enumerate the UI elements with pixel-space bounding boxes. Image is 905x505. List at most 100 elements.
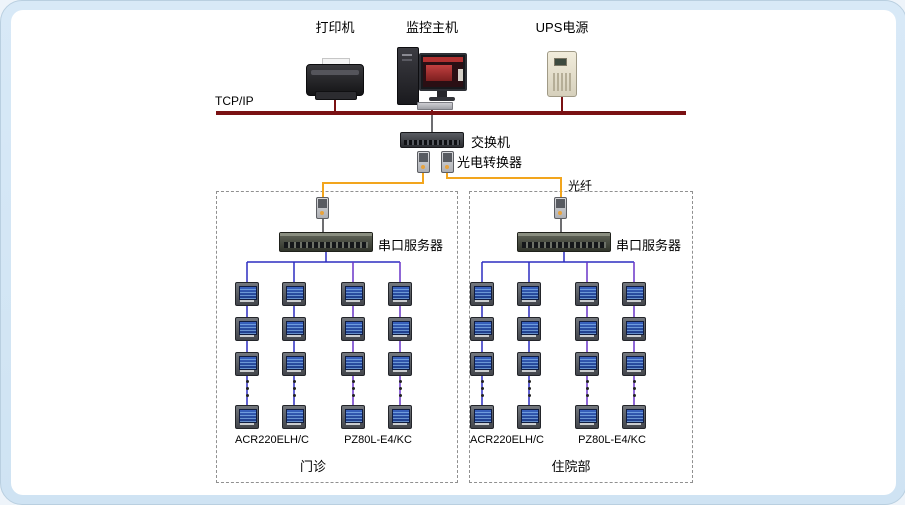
power-meter — [388, 405, 412, 429]
meter-screen — [345, 356, 363, 370]
switch-label: 交换机 — [471, 135, 511, 150]
power-meter — [517, 405, 541, 429]
fiber-run-left — [322, 171, 424, 198]
pc-tower — [397, 47, 419, 105]
meter-screen — [626, 321, 644, 335]
monitor-host-label: 监控主机 — [405, 20, 459, 35]
meter-screen — [579, 321, 597, 335]
power-meter — [575, 352, 599, 376]
ups-device — [547, 51, 577, 97]
ethernet-switch — [400, 132, 464, 148]
meter-screen — [474, 409, 492, 423]
power-meter — [517, 352, 541, 376]
power-meter — [341, 317, 365, 341]
power-meter — [388, 352, 412, 376]
meter-screen — [521, 321, 539, 335]
meter-screen — [345, 321, 363, 335]
more-meters-ellipsis — [517, 380, 541, 397]
power-meter — [575, 405, 599, 429]
meter-screen — [474, 321, 492, 335]
meter-screen — [392, 356, 410, 370]
more-meters-ellipsis — [470, 380, 494, 397]
more-meters-ellipsis — [575, 380, 599, 397]
meter-screen — [239, 409, 257, 423]
meter-screen — [239, 356, 257, 370]
monitor-screen — [423, 57, 463, 87]
pc-monitor — [419, 53, 467, 91]
meter-column — [282, 282, 306, 430]
printer-control-strip — [311, 70, 359, 75]
fiber-converter-outpatient — [316, 197, 329, 219]
monitor-base — [429, 97, 455, 101]
serial-server-outpatient — [279, 232, 373, 252]
group-box-inpatient — [469, 191, 693, 483]
power-meter — [235, 317, 259, 341]
power-meter — [282, 282, 306, 306]
meter-column — [517, 282, 541, 430]
more-meters-ellipsis — [282, 380, 306, 397]
meter-column — [341, 282, 365, 430]
power-meter — [235, 352, 259, 376]
monitor-host-device — [397, 45, 471, 110]
power-meter — [622, 317, 646, 341]
meter-model-label-pz-inpatient: PZ80L-E4/KC — [578, 434, 646, 446]
more-meters-ellipsis — [341, 380, 365, 397]
fiber-run-right — [446, 171, 562, 198]
meter-screen — [392, 409, 410, 423]
power-meter — [470, 282, 494, 306]
meter-screen — [392, 321, 410, 335]
meter-screen — [579, 356, 597, 370]
power-meter — [282, 352, 306, 376]
fiber-label: 光纤 — [568, 179, 593, 193]
meter-screen — [286, 409, 304, 423]
meter-model-label-pz-outpatient: PZ80L-E4/KC — [344, 434, 412, 446]
more-meters-ellipsis — [235, 380, 259, 397]
power-meter — [470, 405, 494, 429]
power-meter — [341, 405, 365, 429]
serial-server-label-inpatient: 串口服务器 — [616, 238, 682, 253]
printer-label: 打印机 — [315, 20, 355, 35]
power-meter — [622, 405, 646, 429]
power-meter — [282, 317, 306, 341]
meter-screen — [474, 286, 492, 300]
meter-screen — [626, 286, 644, 300]
serial-server-label-outpatient: 串口服务器 — [378, 238, 444, 253]
power-meter — [470, 352, 494, 376]
meter-model-label-acr-inpatient: ACR220ELH/C — [470, 434, 544, 446]
more-meters-ellipsis — [622, 380, 646, 397]
power-meter — [517, 317, 541, 341]
power-meter — [517, 282, 541, 306]
meter-screen — [239, 321, 257, 335]
monitor-stand — [437, 91, 447, 97]
power-meter — [575, 317, 599, 341]
fiber-converter-core-2 — [441, 151, 454, 173]
group-label-outpatient: 门诊 — [299, 459, 327, 474]
keyboard — [417, 102, 453, 110]
fiber-converter-core-1 — [417, 151, 430, 173]
meter-model-label-acr-outpatient: ACR220ELH/C — [235, 434, 309, 446]
meter-column — [470, 282, 494, 430]
meter-screen — [239, 286, 257, 300]
power-meter — [622, 282, 646, 306]
power-meter — [575, 282, 599, 306]
meter-column — [388, 282, 412, 430]
meter-screen — [286, 321, 304, 335]
meter-screen — [579, 409, 597, 423]
meter-column — [622, 282, 646, 430]
meter-column — [235, 282, 259, 430]
fiber-converter-inpatient — [554, 197, 567, 219]
meter-screen — [286, 356, 304, 370]
meter-screen — [392, 286, 410, 300]
meter-screen — [521, 356, 539, 370]
power-meter — [388, 282, 412, 306]
power-meter — [341, 352, 365, 376]
meter-screen — [345, 409, 363, 423]
meter-column — [575, 282, 599, 430]
meter-screen — [286, 286, 304, 300]
group-label-inpatient: 住院部 — [551, 459, 591, 474]
meter-screen — [345, 286, 363, 300]
power-meter — [341, 282, 365, 306]
ups-label: UPS电源 — [535, 20, 589, 35]
power-meter — [235, 282, 259, 306]
